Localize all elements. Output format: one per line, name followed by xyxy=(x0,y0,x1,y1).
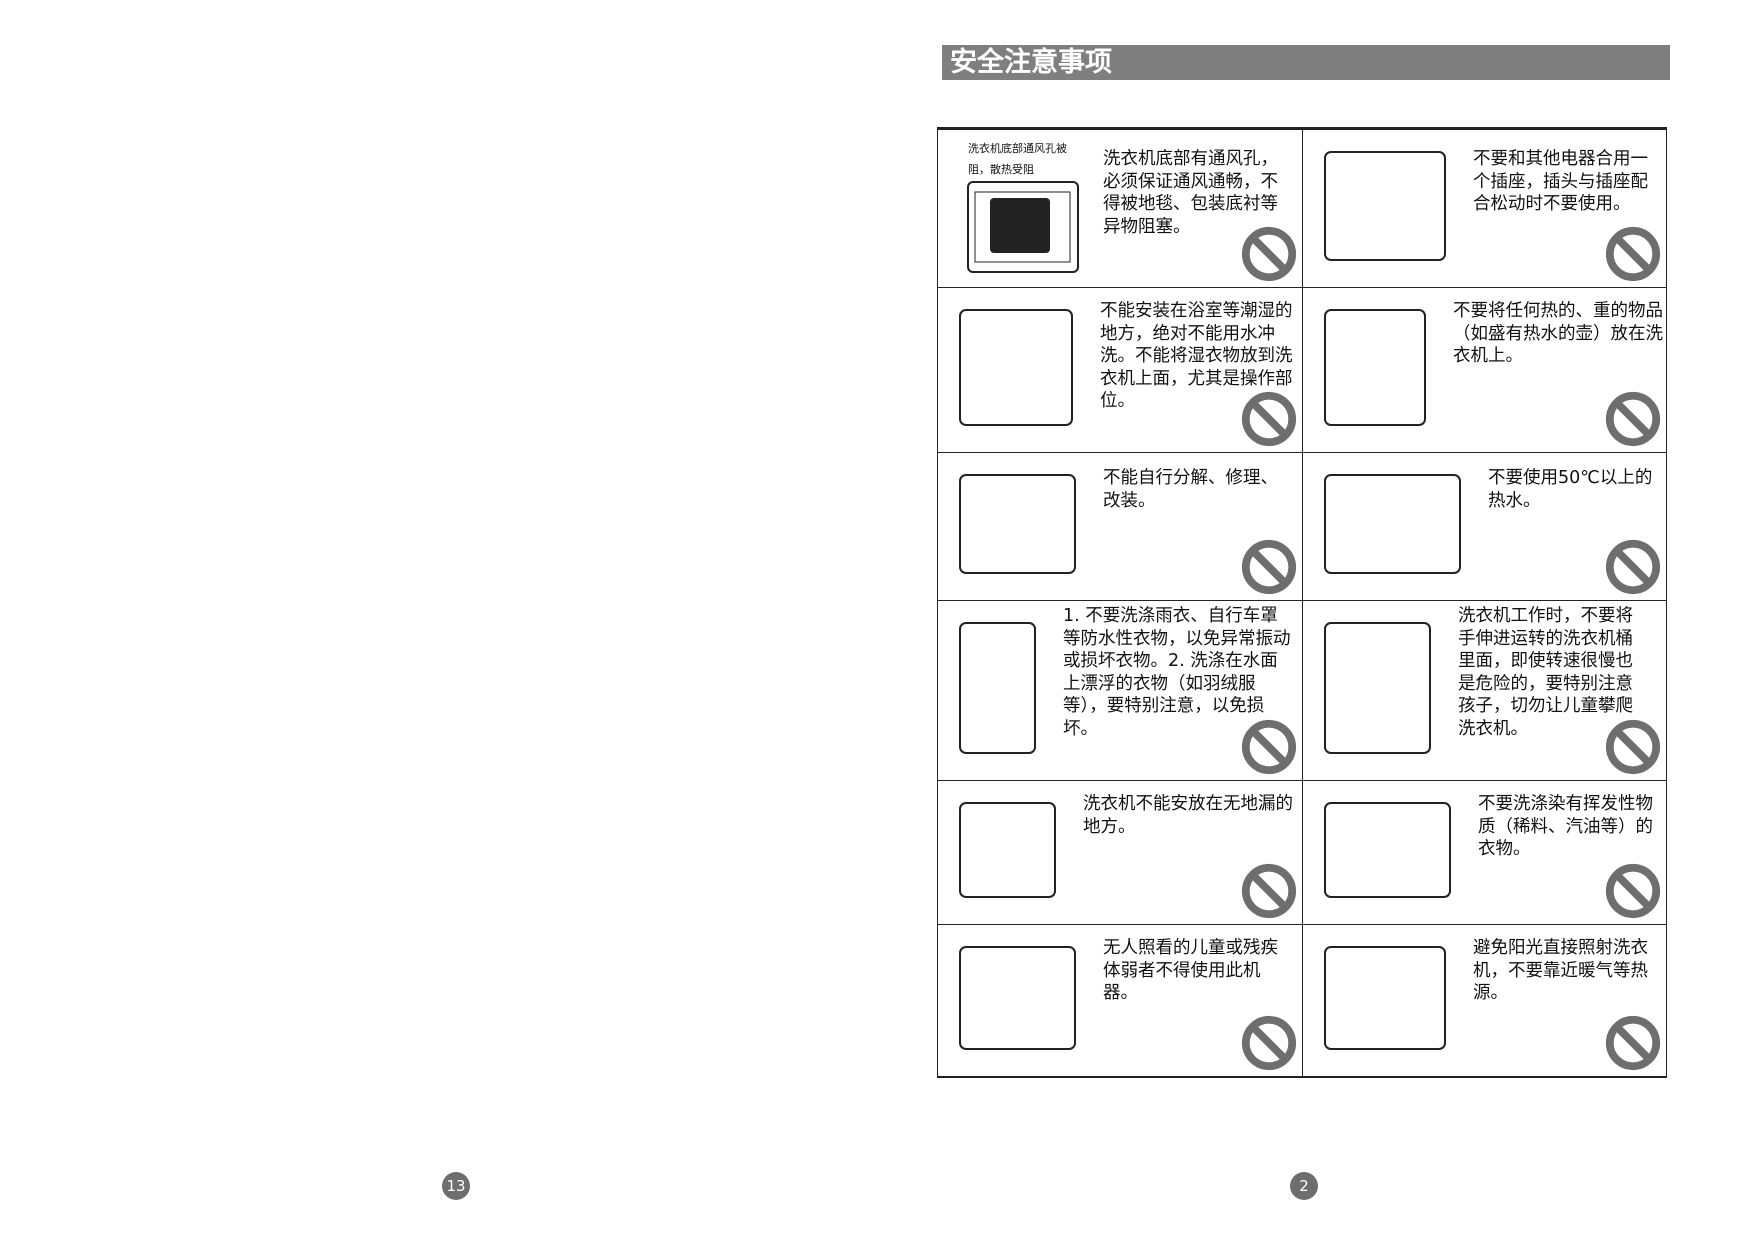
safety-text: 不能安装在浴室等潮湿的地方，绝对不能用水冲洗。不能将湿衣物放到洗衣机上面，尤其是… xyxy=(1100,301,1293,411)
safety-item: 不要使用50℃以上的热水。 xyxy=(1303,453,1666,601)
safety-text: 不要将任何热的、重的物品（如盛有热水的壶）放在洗衣机上。 xyxy=(1453,301,1663,366)
safety-item: 洗衣机不能安放在无地漏的地方。 xyxy=(938,781,1303,925)
prohibited-icon xyxy=(1240,1014,1298,1072)
safety-text: 避免阳光直接照射洗衣机，不要靠近暖气等热源。 xyxy=(1473,938,1648,1003)
prohibited-icon xyxy=(1604,225,1662,283)
illustration-icon xyxy=(1324,802,1451,898)
illustration-icon xyxy=(1324,946,1446,1050)
safety-item: 避免阳光直接照射洗衣机，不要靠近暖气等热源。 xyxy=(1303,925,1666,1077)
page-number-left: 13 xyxy=(442,1172,470,1200)
safety-text: 1. 不要洗涤雨衣、自行车罩等防水性衣物，以免异常振动或损坏衣物。2. 洗涤在水… xyxy=(1063,606,1291,739)
safety-text: 洗衣机底部有通风孔，必须保证通风通畅，不得被地毯、包装底衬等异物阻塞。 xyxy=(1103,149,1278,237)
prohibited-icon xyxy=(1604,718,1662,776)
illustration-icon xyxy=(959,309,1073,426)
prohibited-icon xyxy=(1604,862,1662,920)
safety-text: 不要使用50℃以上的热水。 xyxy=(1488,468,1653,511)
safety-text: 洗衣机不能安放在无地漏的地方。 xyxy=(1083,794,1293,837)
prohibited-icon xyxy=(1240,718,1298,776)
safety-item: 不要洗涤染有挥发性物质（稀料、汽油等）的衣物。 xyxy=(1303,781,1666,925)
prohibited-icon xyxy=(1604,1014,1662,1072)
illustration-icon xyxy=(1324,474,1461,574)
safety-item: 洗衣机工作时，不要将手伸进运转的洗衣机桶里面，即使转速很慢也是危险的，要特别注意… xyxy=(1303,601,1666,781)
safety-grid: 洗衣机底部通风孔被阻，散热受阻 洗衣机底部有通风孔，必须保证通风通畅，不得被地毯、… xyxy=(937,127,1667,1078)
illustration-icon xyxy=(959,802,1056,898)
prohibited-icon xyxy=(1604,538,1662,596)
illustration-icon xyxy=(959,946,1076,1050)
vent-label: 洗衣机底部通风孔被阻，散热受阻 xyxy=(968,142,1067,176)
illustration-icon xyxy=(1324,622,1431,754)
safety-item: 无人照看的儿童或残疾体弱者不得使用此机器。 xyxy=(938,925,1303,1077)
page-number-right: 2 xyxy=(1290,1172,1318,1200)
prohibited-icon xyxy=(1240,225,1298,283)
illustration-icon xyxy=(959,622,1036,754)
safety-text: 不要和其他电器合用一个插座，插头与插座配合松动时不要使用。 xyxy=(1473,149,1648,214)
illustration-icon xyxy=(1324,309,1426,426)
safety-item: 洗衣机底部通风孔被阻，散热受阻 洗衣机底部有通风孔，必须保证通风通畅，不得被地毯、… xyxy=(938,130,1303,288)
safety-text: 不要洗涤染有挥发性物质（稀料、汽油等）的衣物。 xyxy=(1478,794,1653,859)
section-title: 安全注意事项 xyxy=(942,45,1670,80)
safety-item: 不要和其他电器合用一个插座，插头与插座配合松动时不要使用。 xyxy=(1303,130,1666,288)
safety-item: 不能安装在浴室等潮湿的地方，绝对不能用水冲洗。不能将湿衣物放到洗衣机上面，尤其是… xyxy=(938,288,1303,453)
safety-text: 不能自行分解、修理、改装。 xyxy=(1103,468,1278,511)
prohibited-icon xyxy=(1240,390,1298,448)
vent-grid-icon xyxy=(967,181,1079,273)
safety-text: 无人照看的儿童或残疾体弱者不得使用此机器。 xyxy=(1103,938,1278,1003)
prohibited-icon xyxy=(1240,538,1298,596)
prohibited-icon xyxy=(1604,390,1662,448)
safety-text: 洗衣机工作时，不要将手伸进运转的洗衣机桶里面，即使转速很慢也是危险的，要特别注意… xyxy=(1458,606,1633,739)
safety-item: 1. 不要洗涤雨衣、自行车罩等防水性衣物，以免异常振动或损坏衣物。2. 洗涤在水… xyxy=(938,601,1303,781)
safety-item: 不能自行分解、修理、改装。 xyxy=(938,453,1303,601)
safety-item: 不要将任何热的、重的物品（如盛有热水的壶）放在洗衣机上。 xyxy=(1303,288,1666,453)
prohibited-icon xyxy=(1240,862,1298,920)
illustration-icon xyxy=(1324,151,1446,261)
illustration-icon xyxy=(959,474,1076,574)
